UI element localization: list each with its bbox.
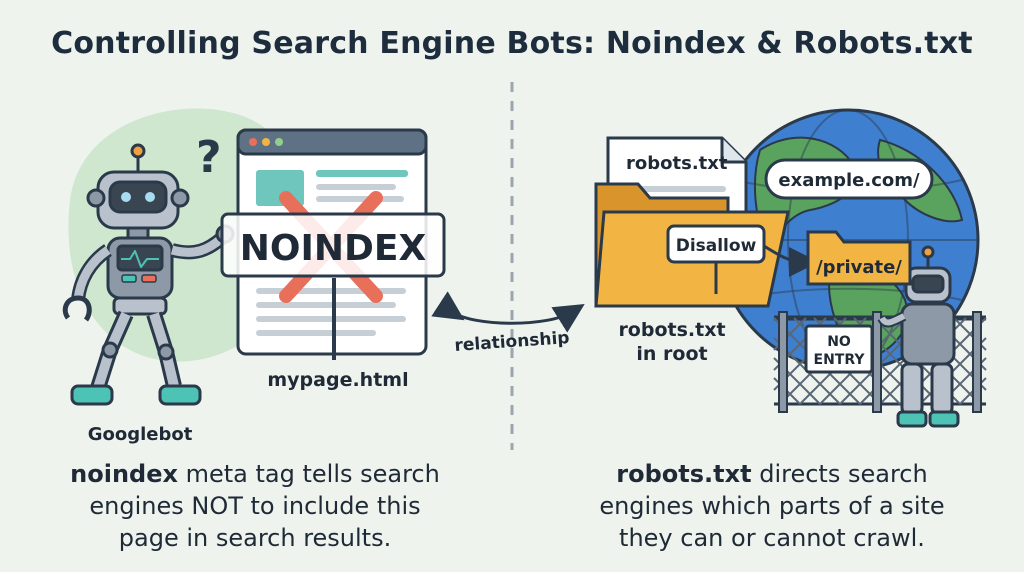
disallow-arrow [763,244,819,277]
domain-label: example.com/ [778,170,920,191]
googlebot-label: Googlebot [88,424,193,445]
guard-robot [877,245,960,428]
right-caption-line2: engines which parts of a site [599,492,945,520]
right-caption: robots.txt directs search engines which … [544,458,1000,554]
left-caption-line1: noindex meta tag tells search [30,458,480,490]
private-folder: /private/ [806,230,912,286]
right-caption-bold: robots.txt [616,460,752,488]
left-caption: noindex meta tag tells search engines NO… [30,458,480,554]
left-caption-bold: noindex [70,460,178,488]
googlebot-robot [62,143,235,406]
noindex-sign-text: NOINDEX [240,228,427,269]
left-caption-line3: page in search results. [118,524,392,552]
right-caption-line3: they can or cannot crawl. [619,524,925,552]
doc-label: robots.txt [626,153,728,174]
root-label-line2: in root [636,343,707,365]
question-mark: ? [196,132,222,183]
disallow-label: Disallow [676,236,757,256]
private-label: /private/ [816,257,902,278]
noindex-sign: NOINDEX [220,212,446,278]
right-caption-line1-rest: directs search [751,460,928,488]
file-label: mypage.html [267,369,408,391]
left-caption-line1-rest: meta tag tells search [177,460,440,488]
right-caption-line1: robots.txt directs search [544,458,1000,490]
no-entry-sign: NO ENTRY [804,324,874,374]
root-label-line1: robots.txt [618,319,725,341]
relationship-arrow [431,291,585,333]
disallow-sign: Disallow [666,224,766,264]
left-caption-line2: engines NOT to include this [89,492,421,520]
no-entry-line2: ENTRY [814,352,866,368]
page-title: Controlling Search Engine Bots: Noindex … [51,26,973,61]
no-entry-line1: NO [827,334,851,350]
domain-label-box: example.com/ [764,158,934,200]
relationship-label: relationship [454,328,570,356]
